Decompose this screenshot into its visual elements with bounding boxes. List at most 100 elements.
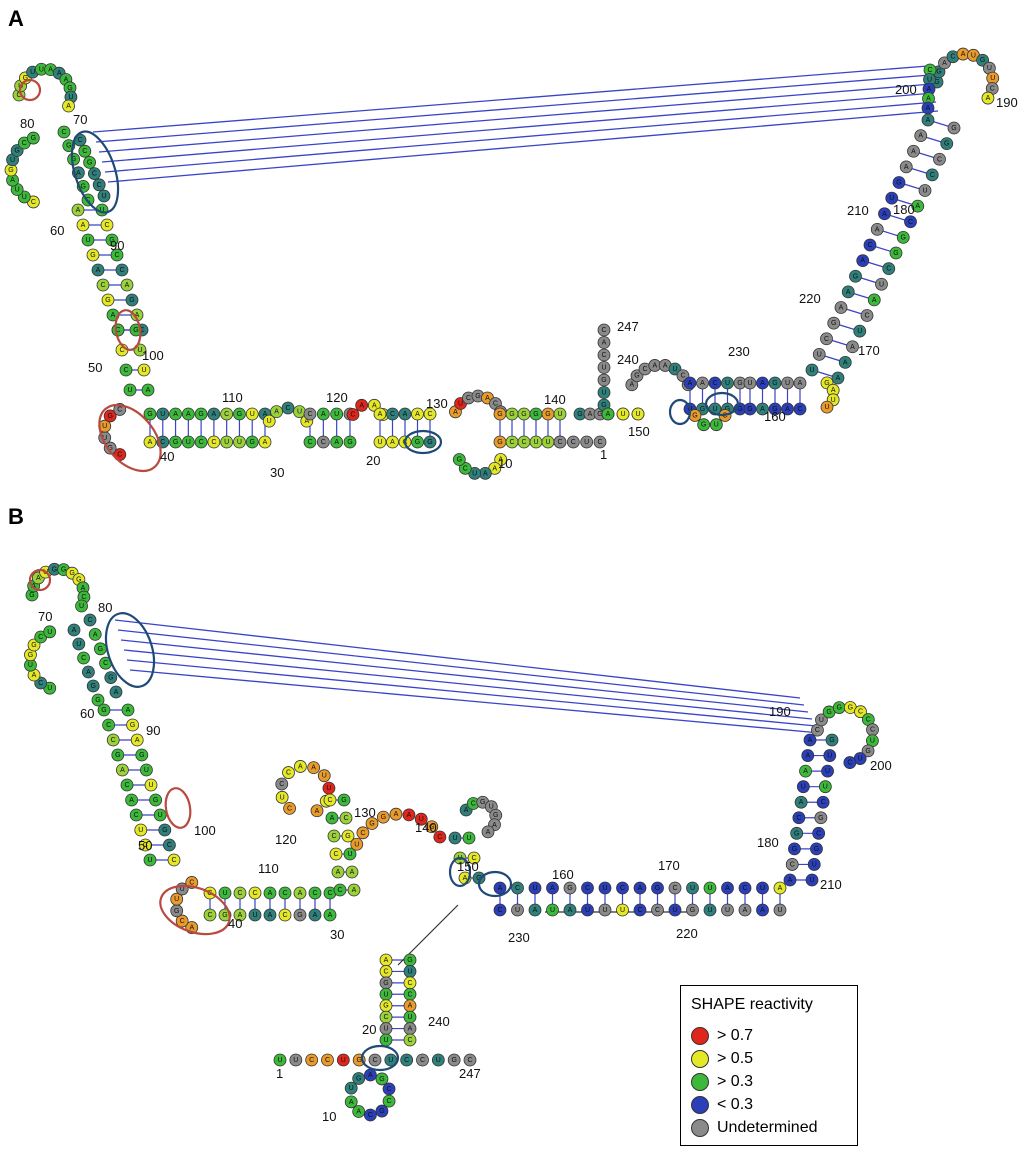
svg-text:C: C: [38, 680, 43, 687]
svg-text:G: G: [66, 143, 71, 150]
svg-text:A: A: [298, 890, 303, 897]
svg-text:U: U: [148, 782, 153, 789]
nucleotide: U: [721, 376, 734, 390]
nucleotide: G: [489, 808, 503, 822]
nucleotide: U: [322, 781, 336, 795]
long-range-pair-line: [92, 65, 929, 133]
svg-text:G: G: [567, 885, 572, 892]
nucleotide: A: [846, 340, 859, 354]
svg-text:C: C: [672, 885, 677, 892]
svg-text:U: U: [809, 367, 814, 374]
svg-text:U: U: [280, 794, 285, 801]
svg-text:A: A: [602, 340, 607, 347]
svg-text:U: U: [620, 411, 625, 418]
svg-text:C: C: [160, 439, 165, 446]
svg-text:A: A: [927, 86, 932, 93]
nucleotide: C: [597, 348, 611, 362]
nucleotide: U: [24, 658, 37, 672]
long-range-pair-line: [107, 110, 939, 183]
position-number-b: 50: [138, 838, 152, 853]
position-number-a: 170: [858, 343, 880, 358]
nucleotide: A: [270, 405, 283, 419]
svg-text:G: G: [824, 380, 829, 387]
nucleotide: A: [71, 203, 85, 217]
svg-text:A: A: [268, 912, 273, 919]
nucleotide: A: [345, 865, 359, 879]
svg-text:C: C: [816, 830, 821, 837]
nucleotide: U: [275, 790, 289, 804]
svg-text:A: A: [146, 387, 151, 394]
nucleotide: U: [805, 363, 819, 377]
svg-text:C: C: [307, 439, 312, 446]
nucleotide: C: [866, 723, 879, 737]
nucleotide: C: [106, 733, 120, 747]
nucleotide: C: [233, 886, 247, 900]
svg-text:A: A: [606, 411, 611, 418]
svg-text:C: C: [847, 760, 852, 767]
nucleotide: G: [822, 705, 836, 719]
nucleotide: C: [382, 1082, 396, 1096]
svg-text:G: G: [597, 411, 602, 418]
position-number-a: 30: [270, 465, 284, 480]
svg-text:A: A: [126, 707, 131, 714]
nucleotide: C: [248, 886, 262, 900]
svg-text:U: U: [39, 66, 44, 73]
nucleotide: G: [94, 642, 107, 656]
nucleotide: U: [153, 808, 167, 822]
long-range-pair-line: [117, 629, 805, 706]
position-number-a: 20: [366, 453, 380, 468]
svg-text:C: C: [134, 812, 139, 819]
nucleotide: U: [631, 407, 645, 421]
svg-text:A: A: [843, 359, 848, 366]
nucleotide: C: [386, 407, 399, 421]
position-number-a: 70: [73, 112, 87, 127]
svg-text:C: C: [312, 890, 317, 897]
position-number-b: 230: [508, 930, 530, 945]
nucleotide: G: [563, 881, 577, 895]
svg-text:A: A: [492, 465, 497, 472]
position-number-b: 130: [354, 805, 376, 820]
svg-text:U: U: [550, 907, 555, 914]
svg-text:C: C: [333, 851, 338, 858]
svg-text:A: A: [638, 885, 643, 892]
svg-text:G: G: [369, 821, 374, 828]
nucleotide: A: [773, 881, 787, 895]
svg-text:G: G: [737, 406, 742, 413]
nucleotide: G: [233, 407, 246, 421]
position-number-b: 70: [38, 609, 52, 624]
nucleotide: G: [158, 823, 172, 837]
nucleotide: U: [796, 780, 810, 794]
svg-text:A: A: [186, 411, 191, 418]
nucleotide: U: [170, 892, 184, 906]
svg-text:A: A: [394, 811, 399, 818]
nucleotide: C: [553, 435, 567, 449]
position-number-b: 190: [769, 704, 791, 719]
svg-text:A: A: [313, 912, 318, 919]
nucleotide: C: [566, 435, 580, 449]
svg-text:A: A: [803, 768, 808, 775]
svg-text:U: U: [160, 411, 165, 418]
svg-text:U: U: [602, 907, 607, 914]
nucleotide: G: [375, 1072, 389, 1086]
nucleotide: U: [597, 361, 611, 374]
nucleotide: C: [985, 82, 999, 95]
svg-text:C: C: [390, 411, 395, 418]
svg-text:C: C: [31, 199, 36, 206]
position-number-a: 60: [50, 223, 64, 238]
svg-text:G: G: [95, 697, 100, 704]
svg-text:G: G: [901, 234, 906, 241]
long-range-pair-line: [120, 639, 809, 713]
svg-text:G: G: [457, 457, 462, 464]
svg-text:A: A: [533, 907, 538, 914]
svg-text:U: U: [347, 851, 352, 858]
svg-text:U: U: [533, 439, 538, 446]
nucleotide: A: [683, 376, 697, 390]
svg-text:U: U: [823, 784, 828, 791]
nucleotide: C: [138, 838, 152, 852]
nucleotide: G: [169, 435, 182, 449]
svg-text:G: G: [8, 167, 13, 174]
nucleotide: U: [350, 837, 364, 851]
nucleotide: G: [843, 701, 857, 714]
nucleotide: U: [343, 847, 357, 861]
svg-text:U: U: [809, 877, 814, 884]
